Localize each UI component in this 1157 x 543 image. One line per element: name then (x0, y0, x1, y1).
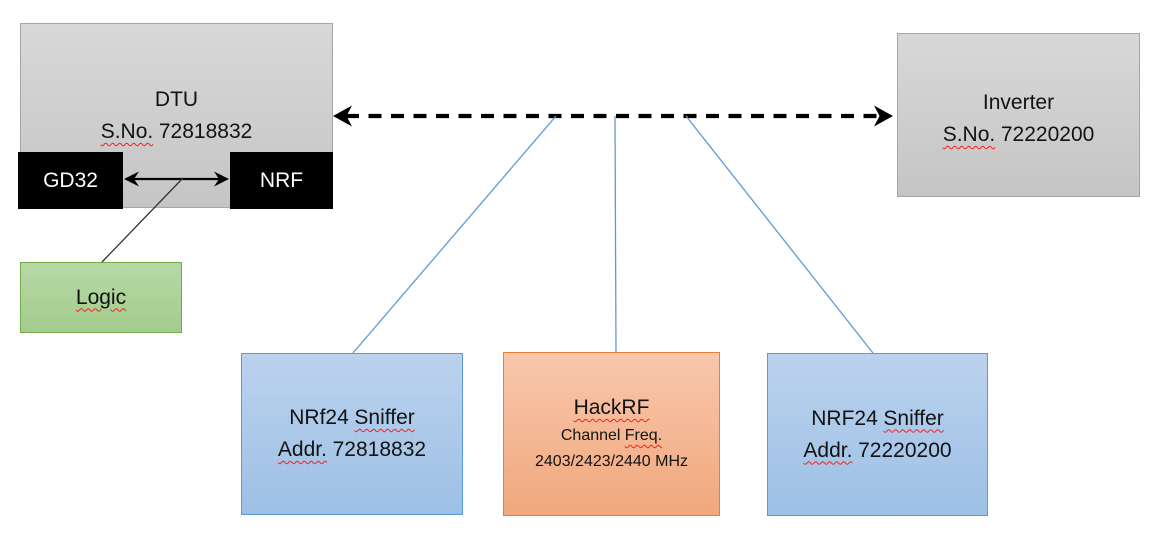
sniffer-right-connector-line (685, 115, 874, 354)
dtu-serial-number: 72818832 (158, 120, 253, 143)
sniffer-left-addr: Addr.72818832 (277, 438, 427, 461)
dtu-serial-label: S.No. (100, 120, 154, 143)
logic-label: Logic (75, 285, 127, 309)
hackrf-title: HackRF (573, 396, 650, 419)
logic-box: Logic (20, 262, 182, 333)
hackrf-connector-line (614, 115, 617, 353)
sniffer-right-addr: Addr.72220200 (803, 438, 952, 462)
inverter-serial-label: S.No. (942, 123, 996, 146)
gd32-chip: GD32 (18, 152, 123, 209)
gd32-label: GD32 (43, 168, 98, 192)
inverter-box: Inverter S.No.72220200 (897, 33, 1140, 197)
dtu-serial: S.No.72818832 (101, 116, 253, 148)
sniffer-left-connector-line (352, 115, 557, 354)
inverter-serial: S.No.72220200 (943, 119, 1095, 151)
inverter-title: Inverter (982, 91, 1055, 114)
nrf-chip: NRF (230, 152, 333, 209)
dtu-title: DTU (154, 88, 199, 111)
dtu-inverter-dashed-arrow (333, 105, 893, 127)
nrf-label: NRF (259, 168, 304, 192)
hackrf-frequencies: 2403/2423/2440 MHz (535, 453, 688, 470)
inverter-serial-number: 72220200 (1000, 123, 1095, 146)
